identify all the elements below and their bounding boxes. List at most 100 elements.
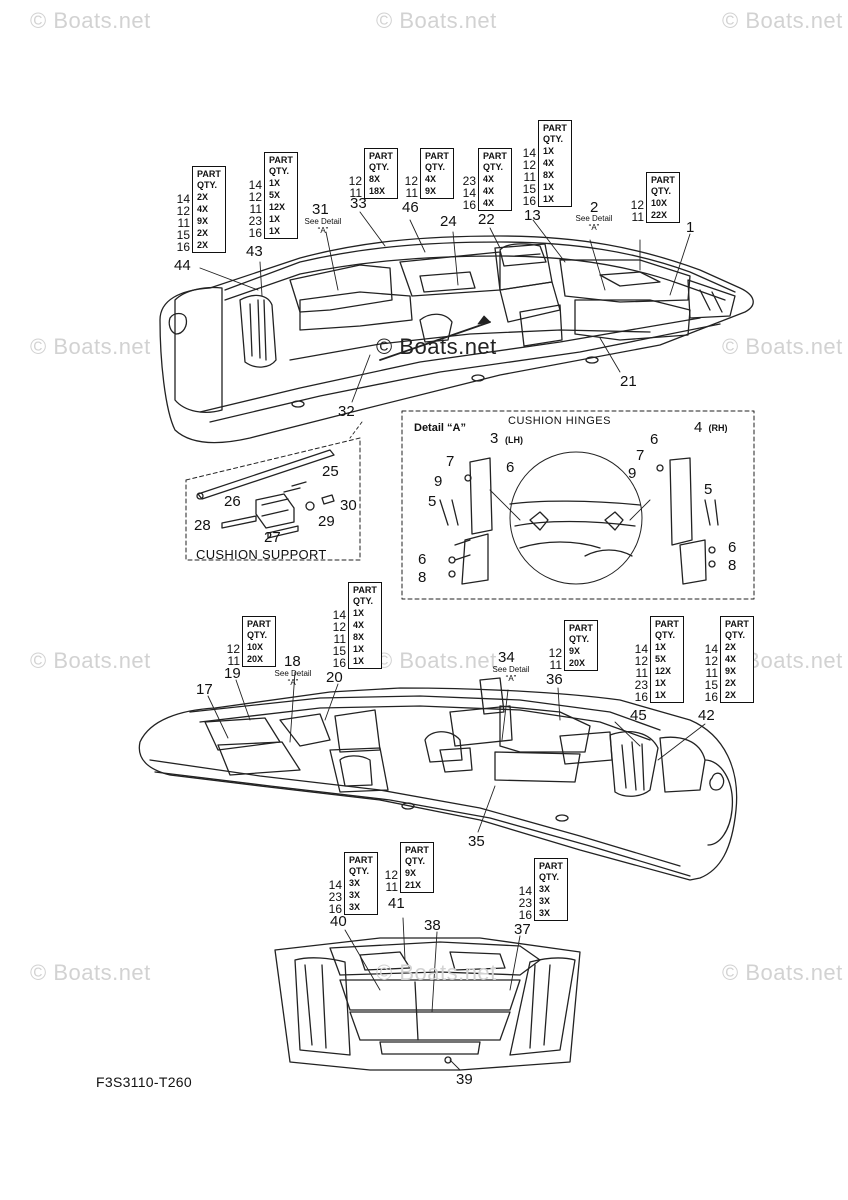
part-number: 14 <box>332 608 346 622</box>
callout-27: 27 <box>264 529 281 546</box>
part-qty-value: 20X <box>247 654 264 664</box>
cushion-hinges-caption: CUSHION HINGES <box>508 415 611 427</box>
part-qty-value: 4X <box>483 198 495 208</box>
part-qty-value: 1X <box>353 656 365 666</box>
part-qty-value: 18X <box>369 186 386 196</box>
part-qty-value: 1X <box>269 178 281 188</box>
part-number: 16 <box>518 908 532 922</box>
part-qty-header: QTY. <box>569 634 590 644</box>
part-qty-value: 1X <box>543 194 555 204</box>
part-number: 23 <box>518 896 532 910</box>
watermark: © Boats.net <box>376 648 497 673</box>
watermark: © Boats.net <box>376 334 497 359</box>
part-qty-value: 9X <box>569 646 581 656</box>
part-qty-value: 4X <box>425 174 437 184</box>
part-qty-header: QTY. <box>651 186 672 196</box>
part-qty-value: 2X <box>725 678 737 688</box>
part-qty-header: QTY. <box>369 162 390 172</box>
part-number: 12 <box>704 654 718 668</box>
part-number: 12 <box>630 198 644 212</box>
part-qty-value: 3X <box>539 884 551 894</box>
detail-a-label: Detail “A” <box>414 422 466 434</box>
part-number: 16 <box>176 240 190 254</box>
part-qty-value: 10X <box>247 642 264 652</box>
part-qty-header: PART <box>483 151 507 161</box>
callout-13: 13 <box>524 207 541 224</box>
part-number: 16 <box>248 226 262 240</box>
detail-ref-label: “A” <box>287 678 299 687</box>
part-number: 23 <box>462 174 476 188</box>
part-qty-value: 12X <box>269 202 286 212</box>
lh-label: (LH) <box>505 435 523 445</box>
callout-19: 19 <box>224 665 241 682</box>
watermark: © Boats.net <box>722 8 843 33</box>
part-qty-value: 1X <box>353 644 365 654</box>
part-number: 14 <box>634 642 648 656</box>
callout-5: 5 <box>428 493 437 510</box>
part-number: 14 <box>522 146 536 160</box>
part-qty-header: PART <box>725 619 749 629</box>
part-number: 15 <box>332 644 346 658</box>
part-qty-value: 4X <box>353 620 365 630</box>
part-number: 11 <box>349 186 362 200</box>
callout-42: 42 <box>698 707 715 724</box>
part-qty-value: 12X <box>655 666 672 676</box>
callout-18: 18 <box>284 653 301 670</box>
part-number: 14 <box>518 884 532 898</box>
part-qty-value: 4X <box>725 654 737 664</box>
part-qty-value: 3X <box>349 890 361 900</box>
callout-32: 32 <box>338 403 355 420</box>
callout-43: 43 <box>246 243 263 260</box>
part-qty-header: PART <box>543 123 567 133</box>
callout-4: 4 <box>694 419 703 436</box>
detail-ref-label: “A” <box>317 226 329 235</box>
part-qty-value: 3X <box>349 902 361 912</box>
middle-boat-hull <box>138 677 738 881</box>
part-number: 14 <box>248 178 262 192</box>
part-number: 16 <box>634 690 648 704</box>
callout-30: 30 <box>340 497 357 514</box>
part-qty-value: 1X <box>655 642 667 652</box>
part-qty-value: 4X <box>483 186 495 196</box>
part-qty-value: 1X <box>543 146 555 156</box>
callout-25: 25 <box>322 463 339 480</box>
callout-38: 38 <box>424 917 441 934</box>
part-number: 11 <box>385 880 398 894</box>
part-qty-value: 22X <box>651 210 668 220</box>
callout-1: 1 <box>686 219 695 236</box>
part-number: 14 <box>462 186 476 200</box>
part-qty-value: 9X <box>405 868 417 878</box>
part-qty-value: 4X <box>543 158 555 168</box>
part-qty-value: 1X <box>353 608 365 618</box>
part-qty-value: 4X <box>483 174 495 184</box>
part-qty-header: PART <box>349 855 373 865</box>
callout-22: 22 <box>478 211 495 228</box>
part-number: 11 <box>333 632 346 646</box>
part-number: 11 <box>549 658 562 672</box>
callout-6: 6 <box>650 431 659 448</box>
part-qty-value: 1X <box>655 678 667 688</box>
see-detail-label: See Detail <box>304 217 342 226</box>
callout-41: 41 <box>388 895 405 912</box>
callout-2: 2 <box>590 199 599 216</box>
part-qty-header: PART <box>369 151 393 161</box>
part-number: 11 <box>635 666 648 680</box>
part-qty-value: 2X <box>197 240 209 250</box>
part-number: 12 <box>634 654 648 668</box>
part-qty-value: 9X <box>725 666 737 676</box>
part-qty-value: 1X <box>269 214 281 224</box>
